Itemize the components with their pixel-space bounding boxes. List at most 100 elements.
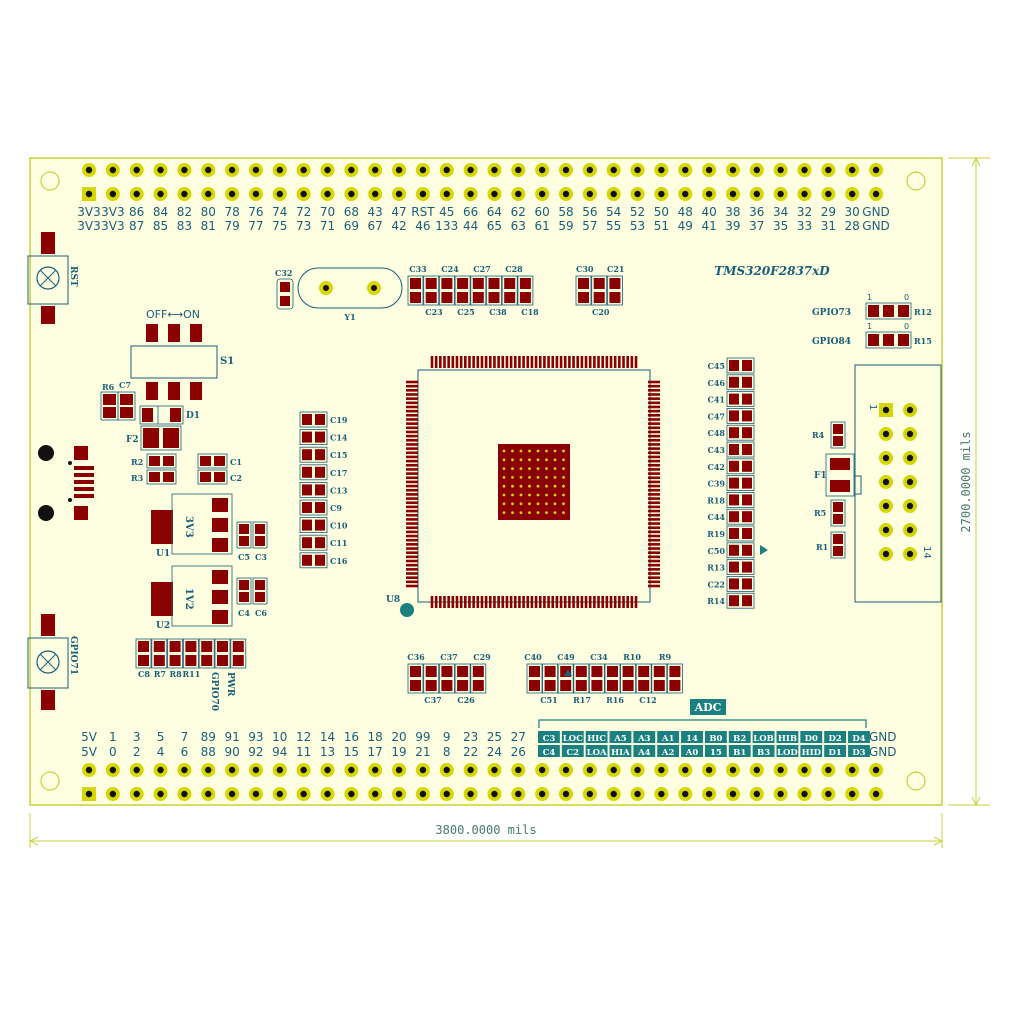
jtag-connector	[854, 364, 942, 603]
top-header-pin	[487, 163, 502, 177]
c21-label: C21	[607, 264, 625, 274]
svg-text:HIC: HIC	[587, 734, 606, 744]
adc-cell: D1	[824, 745, 847, 758]
jtag-pin	[879, 427, 893, 441]
left-cap-label: C19	[330, 415, 348, 425]
adc-cell: HIC	[585, 731, 608, 744]
bottom-header-pin	[177, 787, 192, 801]
top-cap-label: C38	[489, 307, 507, 317]
bottom-header-label: 93	[248, 730, 263, 744]
f2-label: F2	[126, 435, 139, 445]
right-cap	[726, 592, 755, 609]
top-header-pin	[630, 187, 645, 201]
right-cap-label: C42	[708, 462, 726, 472]
bottom-header-label: 10	[272, 730, 287, 744]
right-cap	[726, 374, 755, 391]
bottom-header-pin	[225, 763, 240, 777]
top-header-pin	[344, 163, 359, 177]
bottom-header-pin	[773, 787, 788, 801]
top-header-pin	[105, 163, 120, 177]
top-header-label: 62	[511, 205, 526, 219]
top-header-label: 70	[320, 205, 335, 219]
top-header-pin	[296, 187, 311, 201]
adc-cell: HIA	[609, 745, 632, 758]
r15-label: R15	[914, 336, 932, 346]
bottom-left-cap-row	[135, 638, 247, 669]
bottom-cap-label: C36	[407, 652, 425, 662]
bottom-header-pin	[654, 763, 669, 777]
gpio70-label: GPIO70	[209, 672, 219, 711]
svg-text:A2: A2	[661, 748, 675, 758]
top-header-label: 84	[153, 205, 168, 219]
adc-cell: C3	[538, 731, 560, 744]
bottom-header-label: 18	[368, 730, 383, 744]
bottom-header-pin	[320, 787, 335, 801]
top-cap	[470, 275, 487, 306]
top-header-pin	[82, 187, 96, 201]
bottom-header-pins	[82, 763, 884, 801]
bottom-header-pin	[225, 787, 240, 801]
top-cap-label: C28	[505, 264, 523, 274]
top-header-pin	[535, 163, 550, 177]
bottom-header-pin	[797, 787, 812, 801]
bottom-header-pin	[368, 763, 383, 777]
bottom-header-pin	[511, 763, 526, 777]
jtag-pin	[903, 523, 917, 537]
s1-label: S1	[220, 356, 234, 367]
bottom-header-label: 4	[157, 745, 165, 759]
top-header-label: 54	[606, 205, 621, 219]
bottom-left-cap	[230, 638, 247, 669]
adc-cell: A2	[657, 745, 680, 758]
jtag-pin	[879, 547, 893, 561]
bottom-header-pin	[344, 787, 359, 801]
c3-label: C3	[255, 552, 267, 562]
bottom-header-pin	[439, 763, 454, 777]
adc-cell: HID	[800, 745, 823, 758]
top-header-label: 87	[129, 219, 144, 233]
top-header-pin	[702, 187, 717, 201]
bottom-header-label: 22	[463, 745, 478, 759]
bottom-cap	[470, 663, 487, 694]
top-header-label: 39	[725, 219, 740, 233]
top-cap	[486, 275, 502, 306]
left-cap	[299, 464, 328, 481]
jtag-pin	[879, 475, 893, 489]
bottom-cap	[589, 663, 605, 694]
top-header-label: 133	[435, 219, 458, 233]
right-cap-label: R19	[707, 529, 725, 539]
top-header-label: 75	[272, 219, 287, 233]
jtag-pin	[879, 499, 893, 513]
bottom-header-pin	[392, 763, 407, 777]
top-header-label: 3V3	[77, 205, 100, 219]
top-header-pin	[654, 163, 669, 177]
left-cap-label: C15	[330, 450, 348, 460]
top-header-pin	[797, 163, 812, 177]
bottom-header-label: 15	[344, 745, 359, 759]
top-header-label: 61	[535, 219, 550, 233]
bottom-header-pin	[320, 763, 335, 777]
gpio71-label: GPIO71	[68, 636, 78, 675]
bottom-header-pin	[392, 787, 407, 801]
top-cap-label: C33	[409, 264, 427, 274]
r4-f1-r5-r1	[825, 421, 855, 559]
bottom-cap-label: R10	[623, 652, 641, 662]
c1-label: C1	[230, 457, 242, 467]
bottom-header-label: 9	[443, 730, 451, 744]
bottom-header-label: 88	[201, 745, 216, 759]
top-cap-label: C24	[441, 264, 459, 274]
board-outline	[29, 157, 943, 806]
top-header-label: 28	[845, 219, 860, 233]
bottom-cap	[635, 663, 652, 694]
bottom-header-label: 13	[320, 745, 335, 759]
top-header-pin	[153, 163, 168, 177]
left-cap	[299, 499, 328, 516]
bottom-header-pin	[511, 787, 526, 801]
top-header-pin	[463, 187, 478, 201]
bottom-left-cap	[135, 638, 152, 669]
gpio84-label: GPIO84	[812, 337, 851, 347]
right-cap	[726, 441, 755, 458]
